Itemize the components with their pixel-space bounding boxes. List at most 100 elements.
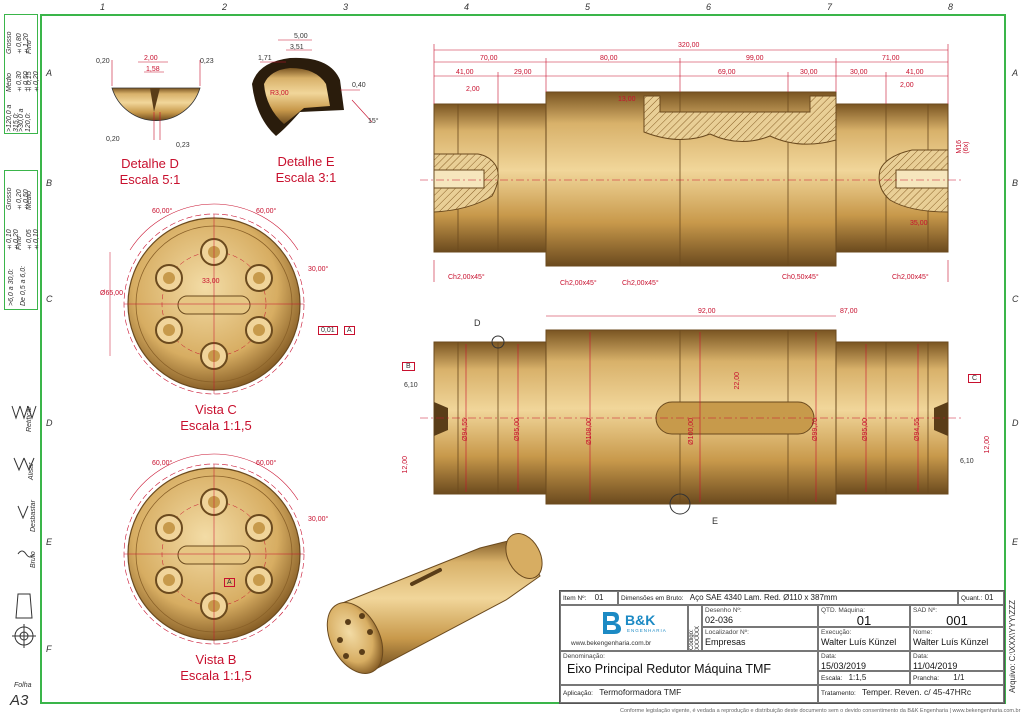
desenho-value: 02-036: [705, 615, 734, 625]
dim: 60,00°: [152, 460, 173, 467]
item-label: Item Nº:: [563, 595, 587, 602]
dim: 12,00: [402, 456, 409, 474]
dim: 2,00: [144, 55, 158, 62]
finish-symbols: Retificar Alisar Desbastar Bruto: [10, 398, 38, 603]
escala-label: Escala:: [821, 675, 843, 682]
tratamento-label: Tratamento:: [821, 690, 856, 697]
datum-ref: C: [968, 374, 982, 383]
dim: Ch2,00x45°: [448, 274, 485, 281]
prancha-cell: Prancha: 1/1: [910, 671, 1004, 685]
vista-c-title: Vista C Escala 1:1,5: [164, 402, 268, 434]
dim: 22,00: [734, 372, 741, 390]
codigo-label-value: Código: XXXXXX: [689, 608, 701, 650]
dim: Ch0,50x45°: [782, 274, 819, 281]
sad-cell: SAD Nº: 001: [910, 605, 1004, 627]
detail-e-name: Detalhe E: [277, 154, 335, 169]
dim: 29,00: [514, 69, 532, 76]
dim-tolerance-frame: 0,01: [318, 326, 338, 335]
quant-value: 01: [984, 593, 994, 602]
detail-e-title: Detalhe E Escala 3:1: [256, 154, 356, 186]
row-label: B: [1012, 178, 1019, 188]
dim: Ø94,55: [914, 418, 921, 441]
raw-dims-label: Dimensões em Bruto:: [621, 595, 684, 602]
data2-value: 11/04/2019: [913, 661, 958, 671]
tolerance-table-2: Grosso ±0,20 ±0,50 Médio ±0,10 ±0,20 Fin…: [4, 170, 40, 310]
dim: 12,00: [984, 436, 991, 454]
dim: 2,00: [900, 82, 914, 89]
side-view: [420, 315, 962, 515]
sad-label: SAD Nº:: [913, 607, 938, 614]
dim: Ø95,00: [514, 418, 521, 441]
vista-b-title: Vista B Escala 1:1,5: [164, 652, 268, 684]
qtd-maquina-cell: QTD. Máquina: 01: [818, 605, 910, 627]
execucao-cell: Execução: Walter Luís Künzel: [818, 627, 910, 651]
item-cell: Item Nº: 01: [560, 591, 618, 605]
row-label: D: [46, 418, 53, 428]
vista-c: [109, 203, 305, 395]
detail-e: [252, 39, 373, 136]
title-block: Item Nº: 01 Dimensões em Bruto: Aço SAE …: [559, 590, 1005, 704]
dim: Ch2,00x45°: [892, 274, 929, 281]
data2-cell: Data: 11/04/2019: [910, 651, 1004, 671]
dim: R3,00: [270, 90, 289, 97]
tratamento-cell: Tratamento: Temper. Reven. c/ 45-47HRc: [818, 685, 1004, 703]
row-label: E: [1012, 537, 1019, 547]
desenho-label: Desenho Nº:: [705, 607, 742, 614]
dim: Ø65,00: [100, 290, 123, 297]
dim: 60,00°: [256, 208, 277, 215]
dim: Ch2,00x45°: [622, 280, 659, 287]
row-label: B: [46, 178, 53, 188]
dim: 2,00: [466, 86, 480, 93]
col-label: 1: [100, 2, 106, 12]
dim: Ø95,00: [862, 418, 869, 441]
data2-label: Data:: [913, 653, 929, 660]
dim: 6,10: [960, 458, 974, 465]
dim: Ø100,00: [688, 418, 695, 445]
dim: 0,40: [352, 82, 366, 89]
dim: 60,00°: [256, 460, 277, 467]
qtd-maquina-value: 01: [856, 613, 872, 627]
dim: 69,00: [718, 69, 736, 76]
col-label: 8: [948, 2, 954, 12]
dim: Ø99,70: [812, 418, 819, 441]
dim: 3,51: [290, 44, 304, 51]
col-label: 2: [222, 2, 228, 12]
escala-cell: Escala: 1:1,5: [818, 671, 910, 685]
localizador-cell: Localizador Nº: Empresas: [702, 627, 818, 651]
col-label: 6: [706, 2, 712, 12]
row-label: A: [1012, 68, 1019, 78]
detail-d-scale: Escala 5:1: [119, 172, 181, 187]
row-label: C: [46, 294, 53, 304]
dim: 30,00°: [308, 266, 329, 273]
dim: Ø108,00: [586, 418, 593, 445]
dim: 0,23: [200, 58, 214, 65]
company-logo-icon: [603, 612, 621, 634]
dim: 92,00: [698, 308, 716, 315]
dim: 5,00: [294, 33, 308, 40]
detail-e-scale: Escala 3:1: [275, 170, 337, 185]
dim: 1,71: [258, 55, 272, 62]
detail-d-name: Detalhe D: [121, 156, 179, 171]
nome-label: Nome:: [913, 629, 933, 636]
company-website: www.bekengenharia.com.br: [571, 640, 652, 647]
escala-value: 1:1,5: [848, 673, 867, 682]
quant-cell: Quant.: 01: [958, 591, 1004, 605]
dim: 35,00: [910, 220, 928, 227]
col-label: 4: [464, 2, 470, 12]
denominacao-value: Eixo Principal Redutor Máquina TMF: [567, 662, 772, 676]
dim: 60,00°: [152, 208, 173, 215]
sheet-size: A3: [10, 692, 29, 709]
folha-label: Folha: [14, 682, 32, 689]
aplicacao-cell: Aplicação: Termoformadora TMF: [560, 685, 818, 703]
vista-c-name: Vista C: [195, 402, 237, 417]
footer-note: Conforme legislação vigente, é vedada a …: [620, 708, 1021, 714]
logo-cell: B&K ENGENHARIA www.bekengenharia.com.br: [560, 605, 688, 651]
row-label: A: [46, 68, 53, 78]
col-label: 3: [343, 2, 349, 12]
prancha-value: 1/1: [953, 673, 965, 682]
company-name: B&K: [625, 612, 656, 628]
dim: Ø94,55: [462, 418, 469, 441]
row-label: C: [1012, 294, 1019, 304]
